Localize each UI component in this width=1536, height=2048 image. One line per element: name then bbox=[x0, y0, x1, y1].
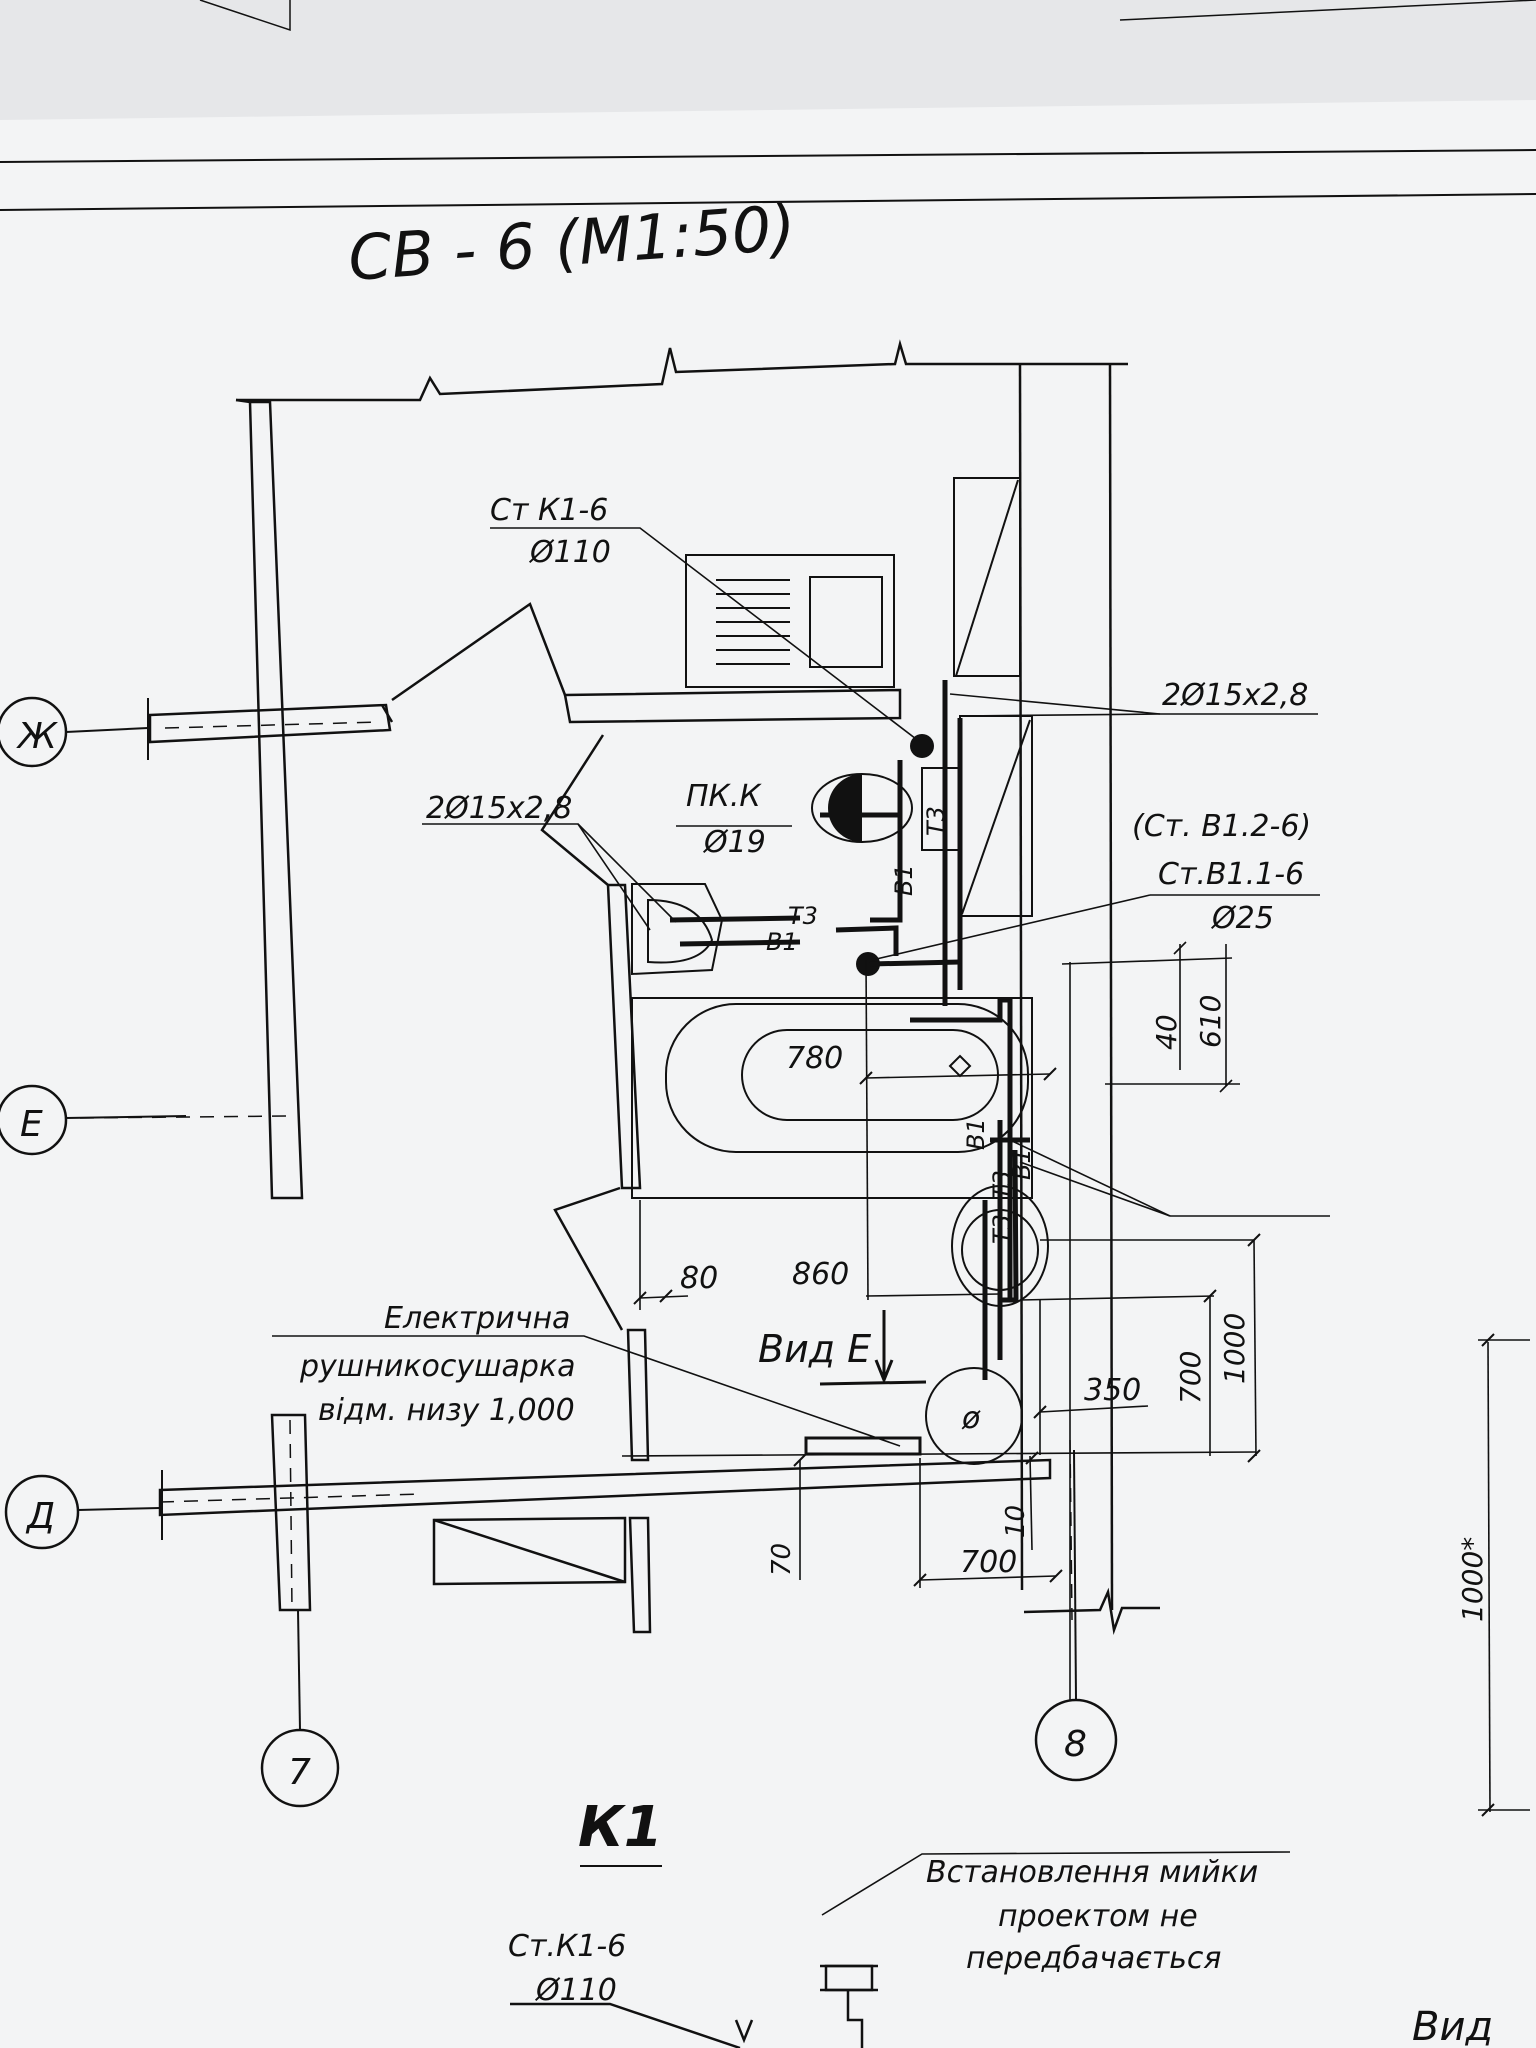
corner-line bbox=[199, 0, 291, 32]
axis-8: 8 bbox=[1034, 1449, 1118, 1782]
paper-fold bbox=[0, 0, 1536, 120]
label-pk-dia: Ø19 bbox=[702, 825, 766, 860]
label-b1-b: В1 bbox=[890, 864, 918, 896]
pipes bbox=[669, 680, 1030, 1380]
label-b1-c: В1 bbox=[962, 1118, 990, 1150]
toilet-tank-fill bbox=[828, 734, 934, 976]
label-riser-k1-top-dia: Ø110 bbox=[528, 535, 611, 570]
axis-7: 7 bbox=[260, 1609, 340, 1808]
axis-zh-label: Ж bbox=[16, 716, 59, 757]
cross-fitting bbox=[948, 1054, 972, 1078]
axis-e: Е bbox=[0, 1084, 187, 1156]
corner-line-2 bbox=[1119, 0, 1536, 21]
walls bbox=[148, 339, 1160, 1635]
label-t3-a: Т3 bbox=[788, 902, 818, 930]
label-riser-b11: Ст.В1.1-6 bbox=[1158, 857, 1304, 892]
label-riser-k1-bottom-dia: Ø110 bbox=[534, 1973, 617, 2008]
label-k1: К1 bbox=[578, 1795, 663, 1860]
dim-80: 80 bbox=[680, 1261, 718, 1296]
dim-780: 780 bbox=[786, 1041, 843, 1076]
dim-700-horizontal: 700 bbox=[960, 1545, 1017, 1580]
view-arrow bbox=[819, 1310, 927, 1386]
dim-350: 350 bbox=[1084, 1373, 1141, 1408]
dim-10: 10 bbox=[1001, 1505, 1031, 1538]
label-b1-a: В1 bbox=[766, 928, 798, 956]
label-sink-2: проектом не bbox=[998, 1899, 1198, 1934]
label-riser-k1-bottom: Ст.К1-6 bbox=[508, 1929, 626, 1964]
dim-860: 860 bbox=[792, 1257, 849, 1292]
label-heater-1: Електрична bbox=[384, 1301, 570, 1336]
label-t3-c: Т3 bbox=[988, 1170, 1016, 1200]
sheet-edge-line bbox=[0, 149, 1536, 163]
dim-1000-vertical: 1000 bbox=[1218, 1313, 1251, 1384]
label-heater-2: рушникосушарка bbox=[299, 1349, 575, 1384]
label-riser-b11-dia: Ø25 bbox=[1210, 901, 1274, 936]
label-heater-3: відм. низу 1,000 bbox=[318, 1393, 575, 1428]
label-view-e: Вид Е bbox=[758, 1327, 871, 1371]
label-riser-b12: (Ст. В1.2-6) bbox=[1132, 809, 1311, 844]
sheet-edge-line-2 bbox=[0, 193, 1536, 211]
label-t3-d: Т3 bbox=[988, 1214, 1016, 1244]
k1-detail bbox=[510, 1964, 878, 2048]
label-2x15-top: 2Ø15x2,8 bbox=[1162, 678, 1308, 713]
label-b1-d: В1 bbox=[1008, 1148, 1036, 1180]
label-2x15-left: 2Ø15x2,8 bbox=[426, 791, 572, 826]
label-sink-3: передбачається bbox=[966, 1941, 1221, 1976]
leaders bbox=[272, 527, 1330, 1916]
dim-40: 40 bbox=[1150, 1014, 1183, 1050]
dim-700-vertical: 700 bbox=[1174, 1351, 1207, 1404]
dim-610: 610 bbox=[1194, 995, 1227, 1048]
label-t3-b: Т3 bbox=[922, 806, 950, 836]
label-sink-1: Встановлення мийки bbox=[926, 1855, 1258, 1890]
axis-zh: Ж bbox=[0, 696, 149, 768]
dim-70: 70 bbox=[767, 1543, 797, 1576]
label-riser-k1-top: Ст К1-6 bbox=[490, 493, 608, 528]
axis-e-label: Е bbox=[20, 1104, 43, 1145]
label-pk: ПК.К bbox=[686, 779, 762, 814]
axis-7-label: 7 bbox=[288, 1752, 311, 1793]
axis-8-label: 8 bbox=[1064, 1724, 1087, 1765]
tick-marks bbox=[633, 1067, 1495, 1817]
axis-d: Д bbox=[4, 1470, 163, 1550]
dim-1000-star: 1000* bbox=[1456, 1537, 1489, 1622]
drain-symbol: ø bbox=[961, 1401, 981, 1436]
axis-d-label: Д bbox=[25, 1496, 55, 1537]
label-view-cut: Вид bbox=[1412, 2004, 1493, 2048]
